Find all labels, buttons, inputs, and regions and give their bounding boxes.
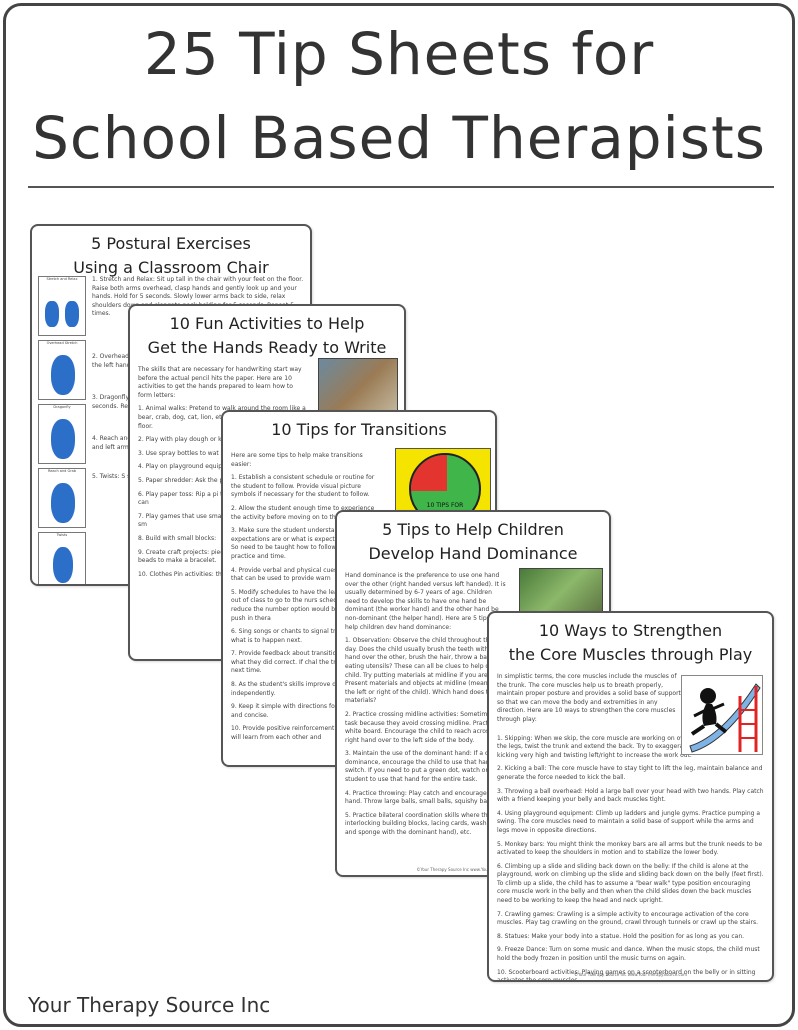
sheet-title: 10 Fun Activities to Help [169, 314, 365, 333]
blue-figure-icon [65, 301, 79, 327]
slide-figure-image [681, 675, 763, 755]
tip-sheet-core-muscles: 10 Ways to Strengthen the Core Muscles t… [487, 611, 774, 982]
exercise-figures: Stretch and Relax Overhead Stretch Drago… [38, 276, 86, 584]
blue-figure-icon [51, 355, 75, 395]
blue-figure-icon [45, 301, 59, 327]
sheet-title: 10 Ways to Strengthen [538, 621, 723, 640]
sheet-title: 10 Tips for Transitions [271, 420, 447, 439]
sheet-body: In simplistic terms, the core muscles in… [497, 673, 764, 982]
child-on-slide-icon [689, 683, 761, 753]
blue-figure-icon [51, 419, 75, 459]
figure-stretch-relax: Stretch and Relax [38, 276, 86, 336]
sheet-title: 5 Postural Exercises [91, 234, 251, 253]
publisher-footer: Your Therapy Source Inc [28, 993, 271, 1017]
page-title-line-2: School Based Therapists [32, 104, 766, 172]
child-throwing-photo [519, 568, 603, 618]
cover-frame: 25 Tip Sheets for School Based Therapist… [3, 3, 795, 1027]
figure-dragonfly: Dragonfly [38, 404, 86, 464]
blue-figure-icon [51, 483, 75, 523]
figure-overhead-stretch: Overhead Stretch [38, 340, 86, 400]
sheet-subtitle: Get the Hands Ready to Write [147, 338, 387, 357]
sheet-source: ©Your Therapy Source Inc www.YourTherapy… [416, 867, 530, 872]
sheet-subtitle: Develop Hand Dominance [368, 544, 578, 563]
figure-reach-grab: Reach and Grab [38, 468, 86, 528]
sheet-subtitle: Using a Classroom Chair [73, 258, 269, 277]
sheet-body: Here are some tips to help make transiti… [231, 452, 380, 742]
sheet-title: 5 Tips to Help Children [382, 520, 564, 539]
blue-figure-icon [53, 547, 73, 583]
title-divider [28, 186, 774, 188]
sheet-body: Hand dominance is the preference to use … [345, 572, 506, 837]
sheet-source: ©Your Therapy Source Inc www.YourTherapy… [574, 972, 687, 977]
page-title-line-1: 25 Tip Sheets for [143, 20, 655, 88]
figure-twists: Twists [38, 532, 86, 584]
sheet-subtitle: the Core Muscles through Play [508, 645, 753, 664]
